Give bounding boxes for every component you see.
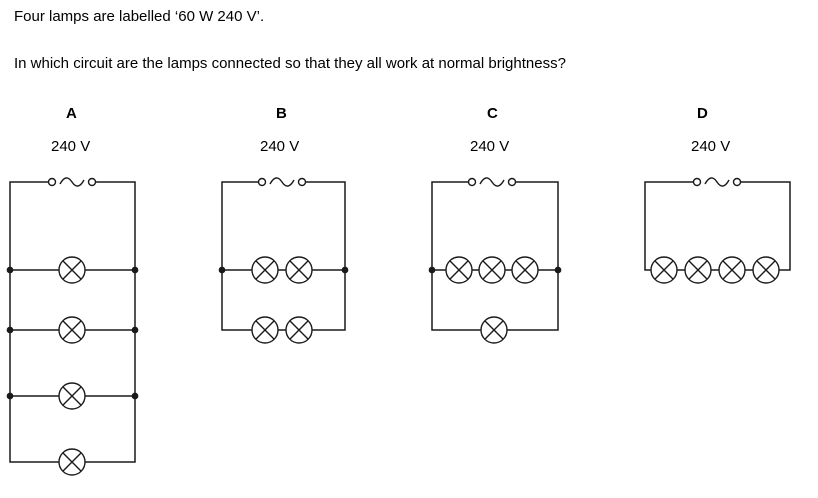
lamp-icon <box>684 256 712 284</box>
option-label-b: B <box>276 105 287 122</box>
lamp-icon <box>251 256 279 284</box>
option-label-d: D <box>697 105 708 122</box>
lamp-icon <box>650 256 678 284</box>
circuit-diagram-a <box>6 177 139 476</box>
circuit-diagram-b <box>218 177 349 344</box>
voltage-label-a: 240 V <box>51 138 91 155</box>
wire <box>644 181 791 271</box>
junction-dot <box>218 266 226 274</box>
wire <box>431 181 559 331</box>
lamp-icon <box>58 256 86 284</box>
lamp-icon <box>480 316 508 344</box>
lamp-icon <box>718 256 746 284</box>
ac-supply-icon <box>467 177 517 187</box>
option-label-a: A <box>66 105 77 122</box>
wire <box>221 181 346 331</box>
question-line-2: In which circuit are the lamps connected… <box>14 55 566 72</box>
junction-dot <box>131 326 139 334</box>
lamp-icon <box>285 316 313 344</box>
voltage-label-b: 240 V <box>260 138 300 155</box>
ac-supply-icon <box>692 177 742 187</box>
ac-supply-icon <box>257 177 307 187</box>
lamp-icon <box>752 256 780 284</box>
circuit-diagram-c <box>428 177 562 344</box>
voltage-label-d: 240 V <box>691 138 731 155</box>
circuit-diagram-d <box>644 177 791 284</box>
ac-supply-icon <box>47 177 97 187</box>
junction-dot <box>428 266 436 274</box>
question-line-1: Four lamps are labelled ‘60 W 240 V’. <box>14 8 265 25</box>
junction-dot <box>6 326 14 334</box>
junction-dot <box>6 392 14 400</box>
lamp-icon <box>285 256 313 284</box>
option-label-c: C <box>487 105 498 122</box>
lamp-icon <box>511 256 539 284</box>
lamp-icon <box>445 256 473 284</box>
junction-dot <box>6 266 14 274</box>
junction-dot <box>554 266 562 274</box>
junction-dot <box>341 266 349 274</box>
lamp-icon <box>58 382 86 410</box>
junction-dot <box>131 392 139 400</box>
lamp-icon <box>251 316 279 344</box>
lamp-icon <box>58 316 86 344</box>
lamp-icon <box>478 256 506 284</box>
junction-dot <box>131 266 139 274</box>
voltage-label-c: 240 V <box>470 138 510 155</box>
lamp-icon <box>58 448 86 476</box>
